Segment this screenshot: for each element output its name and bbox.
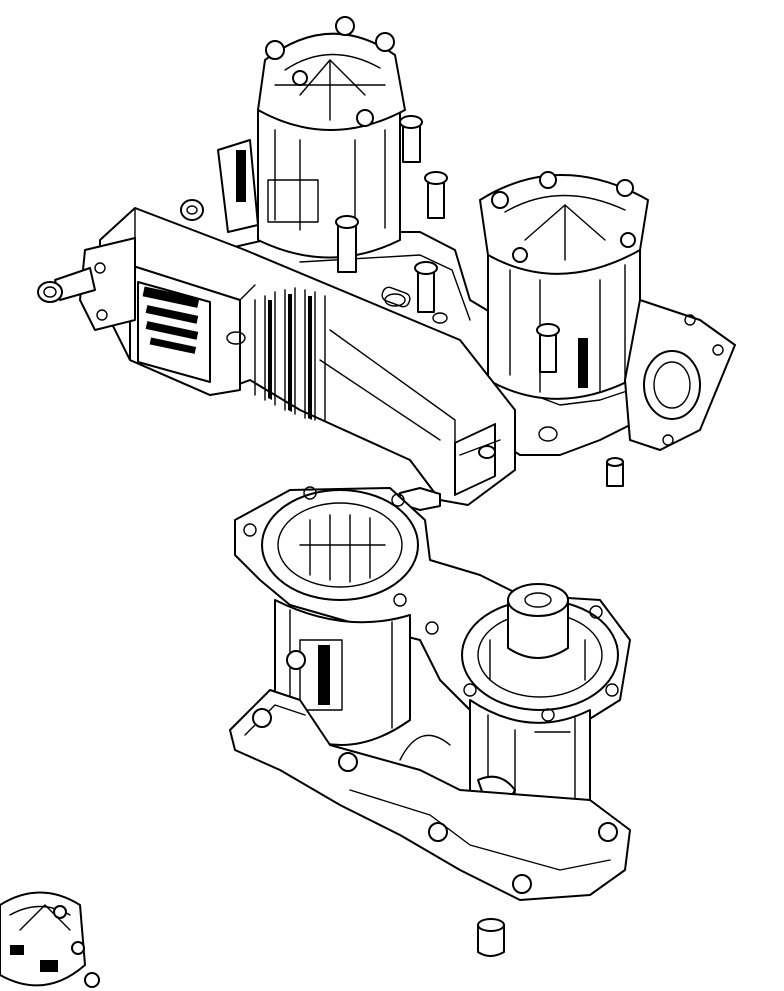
- left-pump-clamp: [180, 139, 259, 233]
- left-pump-body: [257, 16, 406, 259]
- cap-screws-upper: [335, 115, 560, 373]
- right-pump-body: [479, 171, 649, 400]
- upper-assembly: [37, 16, 736, 511]
- corner-pump-thumbnail: [0, 891, 100, 988]
- dowel-pin-right: [606, 457, 624, 487]
- left-bracket: [37, 237, 136, 331]
- base-frame: [229, 689, 631, 901]
- valve-manifold: [99, 207, 516, 506]
- hex-bolt-head: [37, 281, 63, 303]
- shaft-coupling: [489, 583, 586, 681]
- outlet-flange: [624, 299, 736, 451]
- left-cylinder: [274, 599, 411, 746]
- lower-assembly: [229, 486, 631, 957]
- dowel-pin-bottom: [477, 918, 505, 957]
